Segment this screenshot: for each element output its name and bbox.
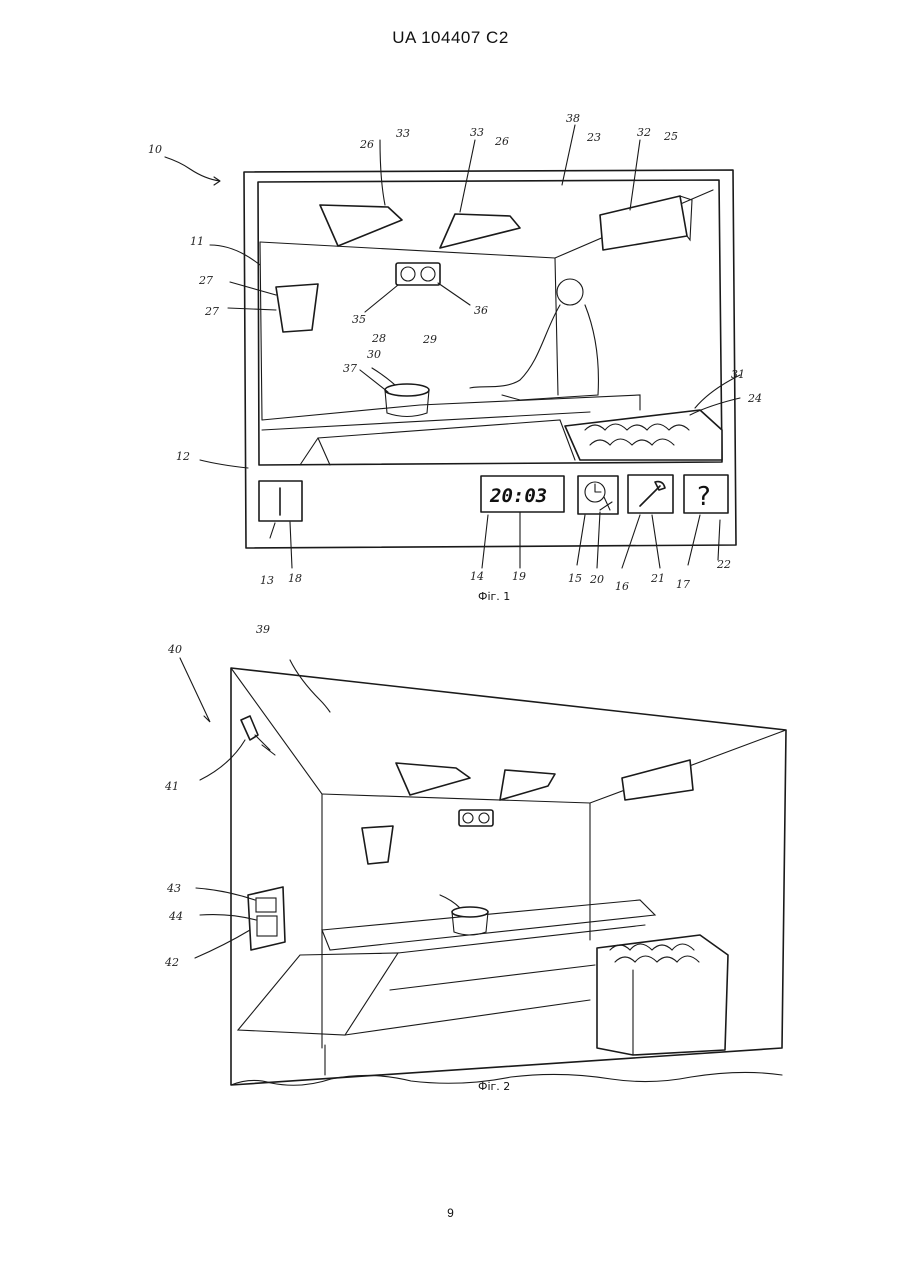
svg-text:42: 42 [164,956,179,969]
svg-text:43: 43 [166,882,181,895]
sauna-stove-2 [597,935,728,1055]
ceiling-light-right-2 [500,770,555,800]
control-panel-42 [248,887,285,950]
sensor-41 [241,716,258,740]
bucket-2 [362,826,393,864]
page-number: 9 [0,1206,901,1220]
air-conditioner-2 [622,760,693,800]
figure-2-caption: Фіг. 2 [478,1080,510,1093]
speaker-box-2 [459,810,493,826]
svg-text:44: 44 [168,910,183,923]
ceiling-light-left-2 [396,763,470,795]
svg-text:40: 40 [167,643,182,656]
svg-text:41: 41 [164,780,179,793]
water-pot-2 [452,907,488,917]
svg-text:39: 39 [256,623,270,636]
